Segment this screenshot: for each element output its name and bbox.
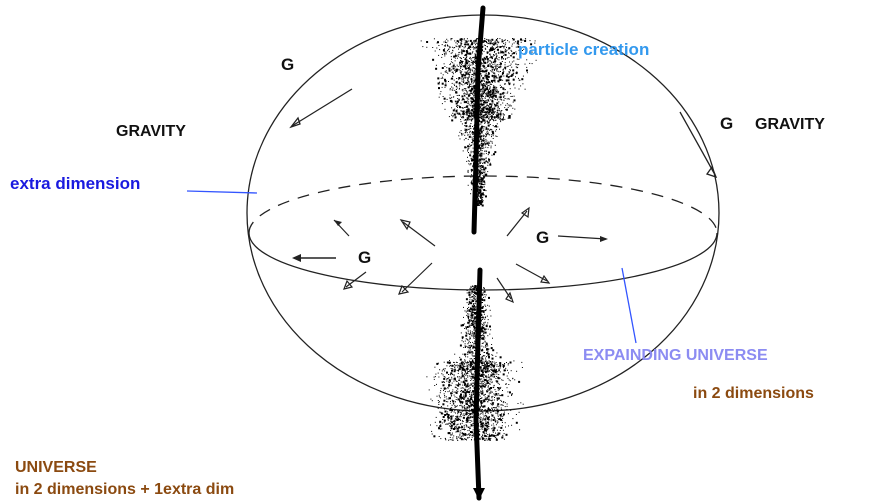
gravity-arrow-inner-lower-left [343, 271, 367, 290]
gravity-arrow-inner-bottom-right [496, 277, 514, 304]
extra-dimension-axis-lower [473, 267, 483, 501]
g-label-top: G [281, 55, 295, 74]
g-label-inner-left: G [358, 248, 372, 267]
gravity-arrow-inner-right [557, 235, 608, 242]
gravity-arrow-inner-upper-right [506, 206, 530, 237]
particle-creation-label: particle creation [518, 40, 650, 59]
gravity-label-right: GRAVITY [755, 116, 825, 133]
gravity-arrow-right [679, 111, 718, 179]
universe-label: UNIVERSE [15, 459, 97, 476]
extra-dimension-label: extra dimension [10, 174, 141, 193]
gravity-label-left: GRAVITY [116, 123, 186, 140]
gravity-arrow-inner-top [399, 219, 436, 247]
extra-dimension-axis [471, 5, 486, 235]
gravity-arrow-inner-lower-right [515, 263, 551, 284]
g-label-right: G [720, 114, 734, 133]
g-label-inner-right: G [536, 228, 550, 247]
gravity-arrow-inner-bottom-left [398, 262, 433, 295]
axis-arrowhead [473, 488, 485, 500]
expanding-universe-leader [621, 267, 637, 344]
universe-sub-label: in 2 dimensions + 1extra dim [15, 481, 235, 498]
equator-front [248, 232, 718, 291]
expanding-universe-label: EXPAINDING UNIVERSE [583, 347, 768, 364]
gravity-arrow-left [289, 88, 353, 129]
extra-dimension-leader [186, 190, 258, 194]
gravity-arrow-inner-left [292, 254, 336, 262]
in-2-dimensions-label: in 2 dimensions [693, 385, 814, 402]
gravity-arrow-inner-upper-left [333, 219, 350, 237]
